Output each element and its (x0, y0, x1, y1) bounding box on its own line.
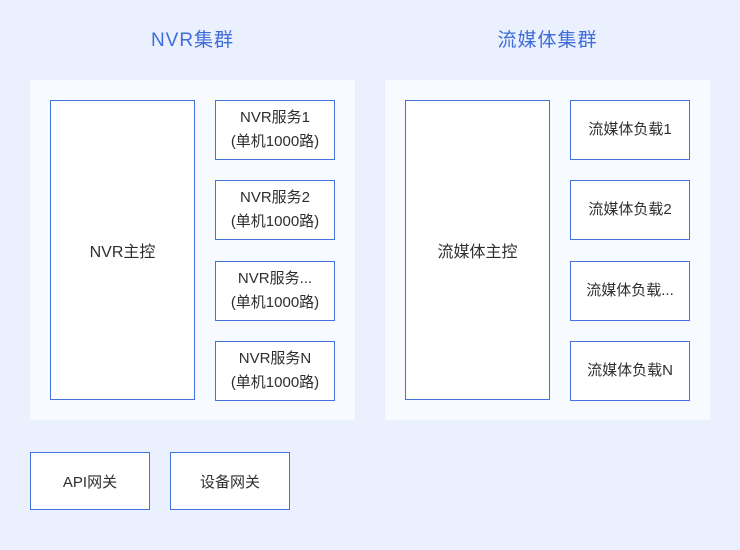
nvr-service-node-ellipsis: NVR服务... (单机1000路) (215, 261, 335, 321)
media-load-node-1: 流媒体负载1 (570, 100, 690, 160)
media-load-node-n: 流媒体负载N (570, 341, 690, 401)
nvr-cluster-title: NVR集群 (150, 30, 235, 51)
api-gateway-label: API网关 (62, 473, 118, 491)
node-label: NVR服务1 (239, 109, 310, 126)
device-gateway-label: 设备网关 (199, 473, 260, 491)
node-sublabel: (单机1000路) (230, 374, 320, 391)
node-sublabel: (单机1000路) (230, 294, 320, 311)
node-label: 流媒体负载1 (588, 121, 672, 138)
node-sublabel: (单机1000路) (230, 213, 320, 230)
media-cluster-panel: 流媒体主控 流媒体负载1 流媒体负载2 流媒体负载... 流媒体负载N (385, 80, 710, 420)
nvr-service-node-n: NVR服务N (单机1000路) (215, 341, 335, 401)
node-label: 流媒体负载N (587, 362, 673, 379)
nvr-cluster-panel: NVR主控 NVR服务1 (单机1000路) NVR服务2 (单机1000路) … (30, 80, 355, 420)
device-gateway-node: 设备网关 (170, 452, 290, 510)
node-label: NVR服务... (237, 270, 313, 287)
media-main-node: 流媒体主控 (405, 100, 550, 400)
node-label: 流媒体负载2 (588, 201, 672, 218)
nvr-main-node: NVR主控 (50, 100, 195, 400)
nvr-service-node-1: NVR服务1 (单机1000路) (215, 100, 335, 160)
media-cluster-title: 流媒体集群 (497, 30, 598, 51)
nvr-main-label: NVR主控 (89, 244, 156, 261)
node-label: NVR服务2 (239, 189, 310, 206)
media-load-node-ellipsis: 流媒体负载... (570, 261, 690, 321)
media-load-node-2: 流媒体负载2 (570, 180, 690, 240)
node-label: NVR服务N (238, 350, 312, 367)
node-label: 流媒体负载... (586, 282, 674, 299)
node-sublabel: (单机1000路) (230, 133, 320, 150)
media-main-label: 流媒体主控 (437, 244, 518, 261)
nvr-service-node-2: NVR服务2 (单机1000路) (215, 180, 335, 240)
api-gateway-node: API网关 (30, 452, 150, 510)
